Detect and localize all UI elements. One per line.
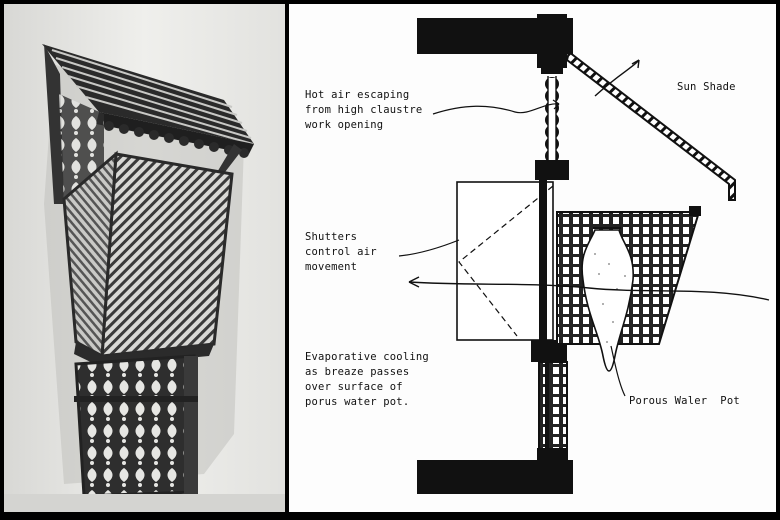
lower-lattice xyxy=(74,354,198,498)
shutter-box xyxy=(456,181,554,341)
label-evaporative: Evaporative cooling as breaze passes ove… xyxy=(305,351,429,408)
wall-column xyxy=(531,180,567,362)
mashrabiya-photo xyxy=(4,4,285,512)
mashrabiya-photo-drawing xyxy=(4,4,285,512)
hot-air-leader xyxy=(432,103,560,115)
label-hot-air: Hot air escaping from high claustre work… xyxy=(305,89,423,131)
water-pot xyxy=(581,227,634,372)
label-sun-shade: Sun Shade xyxy=(677,81,736,93)
sun-shade xyxy=(565,50,736,201)
section-drawing xyxy=(398,14,770,494)
air-flow-line xyxy=(408,281,770,301)
lower-wall xyxy=(417,361,573,494)
label-shutters: Shutters control air movement xyxy=(305,231,377,273)
shutters-leader xyxy=(398,239,460,257)
label-porous-pot: Porous Waler Pot xyxy=(629,395,740,407)
lattice-box xyxy=(62,150,234,366)
pot-leader xyxy=(610,345,626,397)
roof-canopy xyxy=(42,44,254,204)
ground xyxy=(4,494,285,512)
top-wall-beam xyxy=(417,14,573,68)
air-flow-arrow xyxy=(408,276,420,288)
section-diagram: Sun Shade Hot air escaping from high cla… xyxy=(289,4,776,512)
